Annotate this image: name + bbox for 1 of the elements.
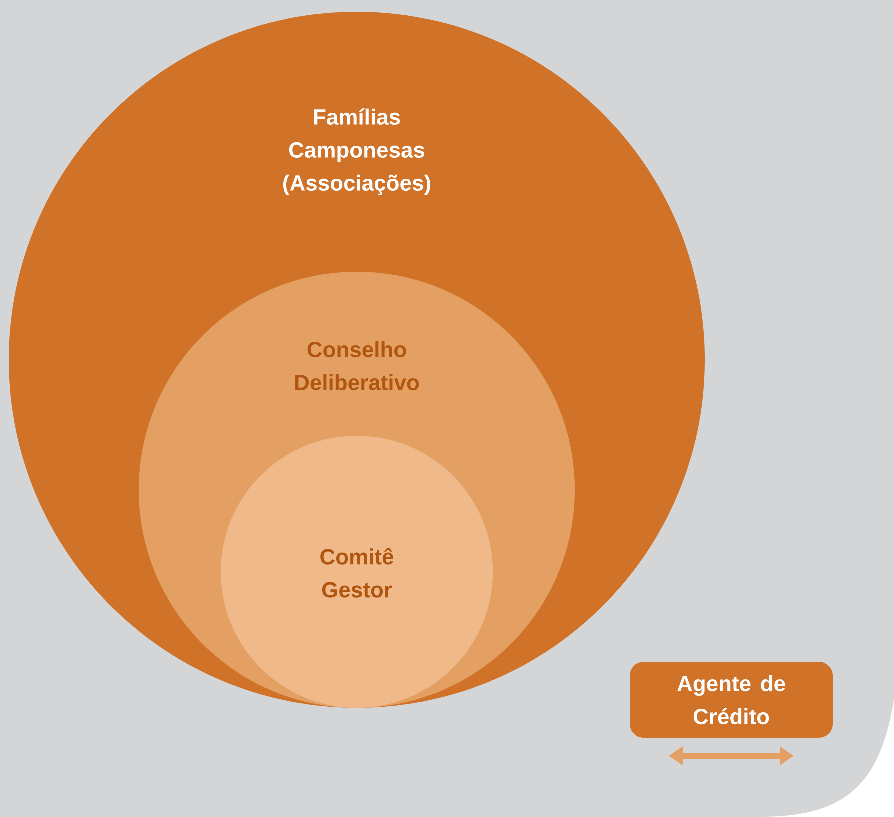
rounded-box: Agente de Crédito [630, 662, 833, 738]
